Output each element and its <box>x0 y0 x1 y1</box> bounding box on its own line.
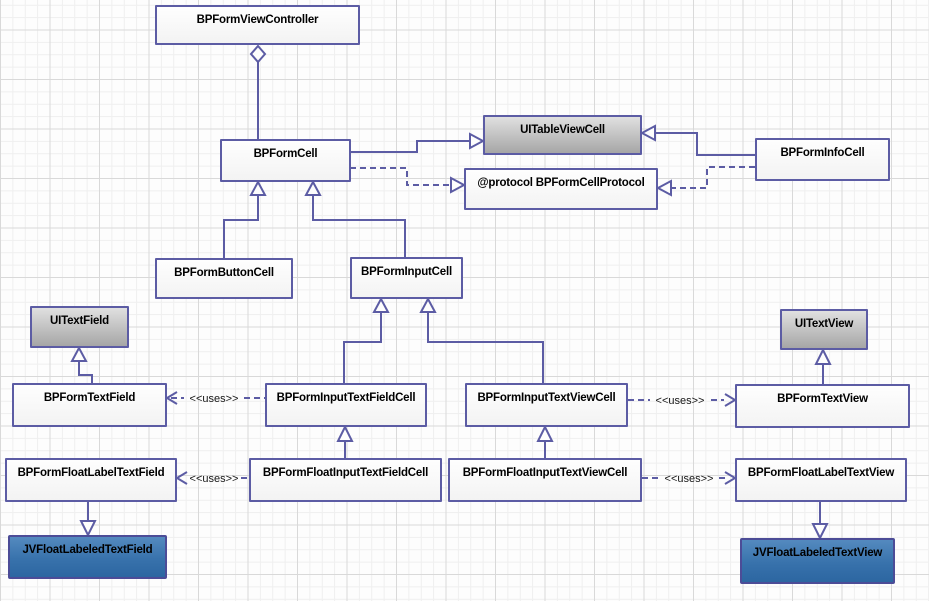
class-label: BPFormFloatInputTextViewCell <box>462 467 628 479</box>
class-label: BPFormFloatLabelTextView <box>747 467 895 479</box>
class-box-uitableviewcell: UITableViewCell <box>483 115 642 155</box>
class-label: BPFormFloatInputTextFieldCell <box>262 467 429 479</box>
uses-label: <<uses>> <box>190 393 239 405</box>
class-label: BPFormInputCell <box>361 266 452 278</box>
class-box-bpformfloatlabeltextfield: BPFormFloatLabelTextField <box>5 458 177 502</box>
class-box-uitextfield: UITextField <box>30 306 129 348</box>
class-box-bpformfloatinputtextfieldcell: BPFormFloatInputTextFieldCell <box>249 458 442 502</box>
class-box-bpforminputtextfieldcell: BPFormInputTextFieldCell <box>265 383 427 427</box>
edge-floatinputtextfieldcell-floatlabeltextfield-uses: <<uses>> <box>175 471 249 485</box>
edge-viewcontroller-formcell-aggregation <box>249 44 267 139</box>
class-label: BPFormTextView <box>777 393 868 405</box>
class-box-jvfloatlabeledtextfield: JVFloatLabeledTextField <box>8 535 167 579</box>
class-box-bpformbuttoncell: BPFormButtonCell <box>155 258 293 299</box>
edge-floatlabeltextview-jvtextview-inheritance <box>811 502 829 541</box>
class-box-bpformtextview: BPFormTextView <box>735 384 910 428</box>
class-label: JVFloatLabeledTextField <box>22 544 153 556</box>
edge-buttoncell-formcell-inheritance <box>223 179 267 258</box>
class-box-bpformfloatinputtextviewcell: BPFormFloatInputTextViewCell <box>448 458 642 502</box>
uses-label: <<uses>> <box>665 473 714 485</box>
protocol-box-bpformcellprotocol: @protocol BPFormCellProtocol <box>464 168 658 210</box>
class-box-bpformcell: BPFormCell <box>220 139 351 182</box>
class-label: UITableViewCell <box>520 124 605 136</box>
class-box-bpforminputtextviewcell: BPFormInputTextViewCell <box>465 383 628 427</box>
edge-infocell-protocol-realization <box>655 166 755 197</box>
class-label: BPFormInputTextFieldCell <box>276 392 416 404</box>
class-label: BPFormViewController <box>196 14 319 26</box>
class-box-bpformfloatlabeltextview: BPFormFloatLabelTextView <box>735 458 907 502</box>
uses-label: <<uses>> <box>656 395 705 407</box>
class-label: BPFormInputTextViewCell <box>477 392 616 404</box>
edge-inputtextviewcell-textview-uses: <<uses>> <box>628 393 737 407</box>
edge-textfield-uitextfield-inheritance <box>70 345 93 383</box>
edge-inputtextfieldcell-inputcell-inheritance <box>343 296 390 383</box>
edge-floatlabeltextfield-jvtextfield-inheritance <box>79 502 97 538</box>
edge-floatinputtextviewcell-inputtextviewcell-inheritance <box>536 424 554 458</box>
edge-infocell-uitableviewcell-inheritance <box>639 124 755 156</box>
class-label: JVFloatLabeledTextView <box>752 547 883 559</box>
class-label: BPFormTextField <box>43 392 136 404</box>
class-box-uitextview: UITextView <box>780 309 868 350</box>
edge-formcell-protocol-realization <box>350 167 467 194</box>
class-label: UITextField <box>50 315 109 327</box>
class-label: BPFormInfoCell <box>780 147 865 159</box>
class-box-bpformviewcontroller: BPFormViewController <box>155 5 360 45</box>
class-label: BPFormButtonCell <box>174 267 274 279</box>
edge-formcell-uitableviewcell-inheritance <box>350 132 486 153</box>
class-box-bpformtextfield: BPFormTextField <box>12 383 167 427</box>
class-box-bpforminputcell: BPFormInputCell <box>350 257 463 299</box>
uses-label: <<uses>> <box>190 473 239 485</box>
edge-inputcell-formcell-inheritance <box>304 179 406 257</box>
class-label: BPFormCell <box>253 148 318 160</box>
edge-floatinputtextfieldcell-inputtextfieldcell-inheritance <box>336 424 354 458</box>
edge-textview-uitextview-inheritance <box>814 347 832 384</box>
class-label: BPFormFloatLabelTextField <box>17 467 165 479</box>
edge-floatinputtextviewcell-floatlabeltextview-uses: <<uses>> <box>642 471 737 485</box>
class-label: UITextView <box>794 318 854 330</box>
protocol-label: @protocol BPFormCellProtocol <box>477 177 645 189</box>
class-box-bpforminfocell: BPFormInfoCell <box>755 138 890 181</box>
edge-inputtextfieldcell-textfield-uses: <<uses>> <box>165 391 265 405</box>
edge-inputtextviewcell-inputcell-inheritance <box>419 296 544 383</box>
class-box-jvfloatlabeledtextview: JVFloatLabeledTextView <box>740 538 895 584</box>
